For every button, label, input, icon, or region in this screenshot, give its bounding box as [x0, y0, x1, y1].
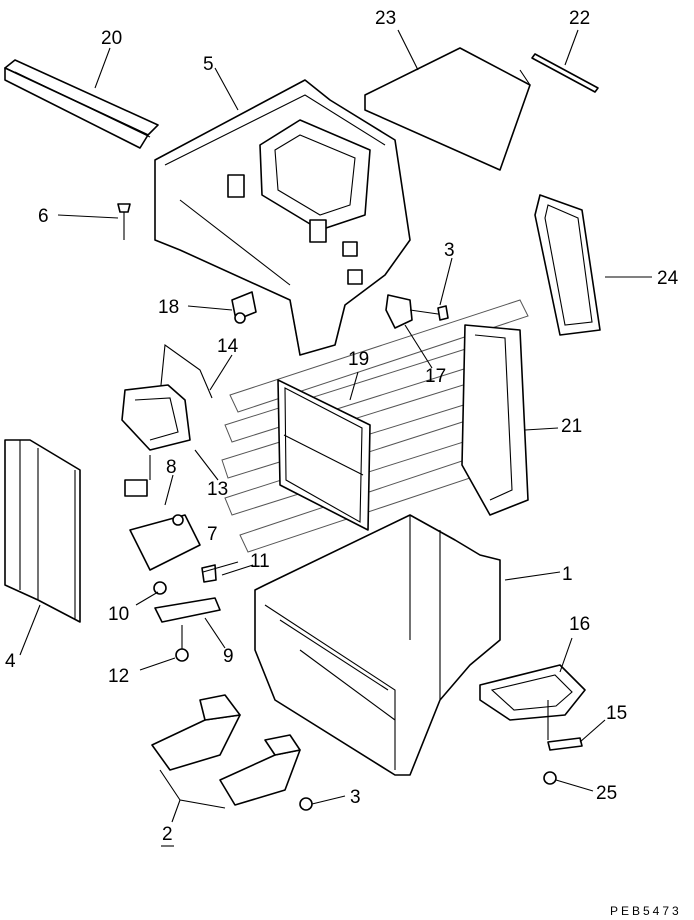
callout-13: 13	[207, 479, 228, 500]
callout-5: 5	[203, 54, 214, 75]
callout-18: 18	[158, 297, 179, 318]
part-23-cover-panel	[364, 47, 531, 171]
callout-20: 20	[101, 28, 122, 49]
small-hardware-upper	[117, 203, 449, 329]
part-13-actuator	[121, 344, 213, 497]
callout-3-upper: 3	[444, 240, 455, 261]
part-2-base-brackets	[151, 694, 313, 811]
small-hardware-lower	[543, 700, 583, 785]
callout-19: 19	[348, 349, 369, 370]
callout-4: 4	[5, 651, 16, 672]
callout-12: 12	[108, 666, 129, 687]
callout-7: 7	[207, 524, 218, 545]
part-24-gasket-frame	[534, 194, 601, 336]
part-19-filter	[277, 379, 371, 531]
callout-15: 15	[606, 703, 627, 724]
callout-1: 1	[562, 564, 573, 585]
callout-25: 25	[596, 783, 617, 804]
callout-16: 16	[569, 614, 590, 635]
lower-brackets-small	[129, 514, 221, 662]
callout-6: 6	[38, 206, 49, 227]
part-4-filter-panel	[4, 439, 81, 623]
callout-9: 9	[223, 646, 234, 667]
callout-2: 2	[162, 824, 173, 845]
part-1-lower-housing	[254, 514, 501, 776]
callout-24: 24	[657, 268, 679, 289]
part-5-upper-housing	[154, 79, 411, 356]
callout-10: 10	[108, 604, 129, 625]
part-16-tray	[479, 664, 586, 721]
callout-14: 14	[217, 336, 239, 357]
part-21-evaporator	[461, 324, 529, 516]
callout-23: 23	[375, 8, 396, 29]
callout-3-lower: 3	[350, 787, 361, 808]
drawing-code: PEB5473	[610, 904, 682, 918]
callout-22: 22	[569, 8, 590, 29]
callout-labels: 1 2 3 3 4 5 6 7 8 9 10 11 12 13 14 15 16…	[5, 8, 679, 847]
callout-11: 11	[250, 551, 270, 572]
callout-17: 17	[425, 366, 446, 387]
callout-8: 8	[166, 457, 177, 478]
part-22-rod	[531, 53, 599, 93]
part-20-channel	[4, 59, 159, 149]
leader-lines	[19, 29, 652, 823]
callout-21: 21	[561, 416, 582, 437]
